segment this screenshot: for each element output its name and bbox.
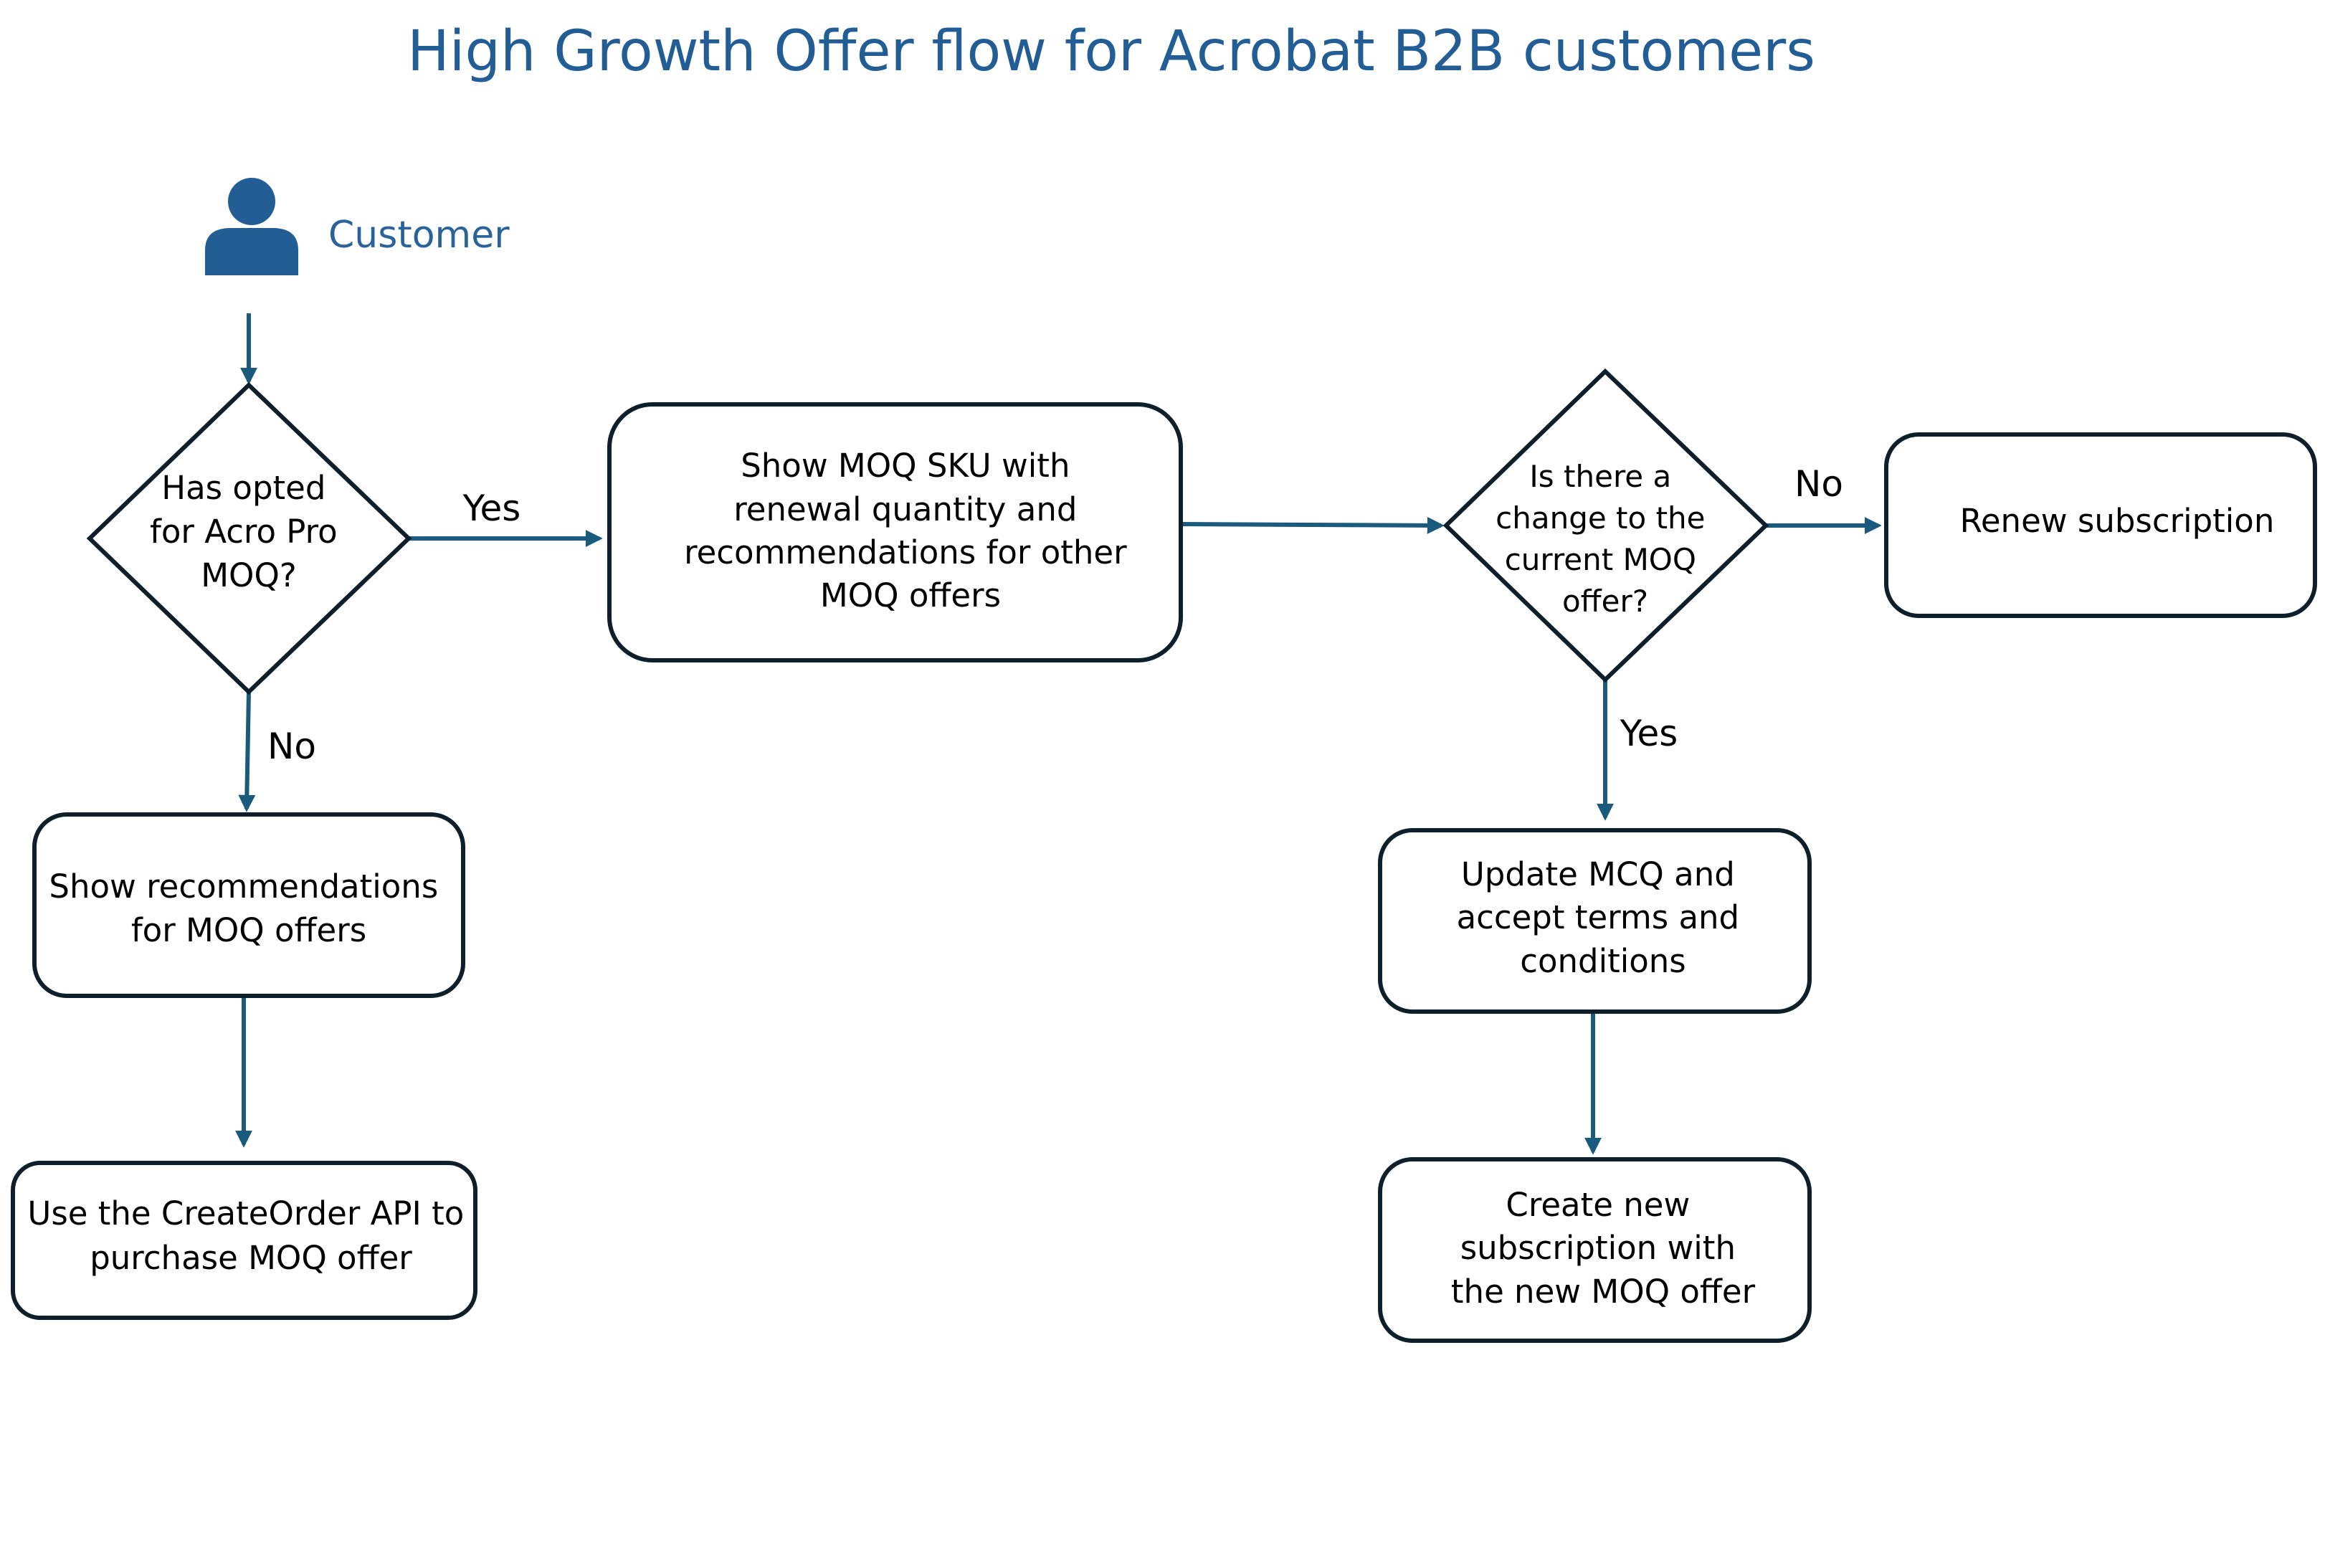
edge-label-opted-yes: Yes xyxy=(462,488,521,529)
process-show-recommendations-text: Show recommendations for MOQ offers xyxy=(49,868,448,949)
process-show-moq-sku-text: Show MOQ SKU with renewal quantity and r… xyxy=(684,447,1137,614)
edges xyxy=(235,313,1882,1155)
process-show-recommendations: Show recommendations for MOQ offers xyxy=(32,812,465,998)
process-renew-subscription-text: Renew subscription xyxy=(1960,502,2275,540)
person-icon xyxy=(205,178,298,275)
decision-opted-moq-text: Has opted for Acro Pro MOQ? xyxy=(150,469,348,594)
decision-change-moq-text: Is there a change to the current MOQ off… xyxy=(1496,459,1715,619)
edge-opted-no xyxy=(238,691,256,812)
process-create-new-subscription: Create new subscription with the new MOQ… xyxy=(1378,1157,1812,1343)
page-title: High Growth Offer flow for Acrobat B2B c… xyxy=(407,19,1815,84)
process-create-order-api: Use the CreateOrder API to purchase MOQ … xyxy=(11,1161,477,1320)
edge-label-opted-no: No xyxy=(267,726,316,767)
customer-label: Customer xyxy=(328,214,510,257)
process-renew-subscription: Renew subscription xyxy=(1884,432,2317,618)
process-update-mcq: Update MCQ and accept terms and conditio… xyxy=(1378,828,1812,1014)
decision-change-moq: Is there a change to the current MOQ off… xyxy=(1442,368,1769,683)
process-update-mcq-text: Update MCQ and accept terms and conditio… xyxy=(1457,855,1750,980)
edge-label-change-yes: Yes xyxy=(1620,713,1678,754)
process-show-moq-sku: Show MOQ SKU with renewal quantity and r… xyxy=(607,402,1183,662)
edge-sku-to-change xyxy=(1180,516,1445,534)
edge-label-change-no: No xyxy=(1794,463,1843,505)
process-create-new-subscription-text: Create new subscription with the new MOQ… xyxy=(1451,1186,1756,1311)
decision-opted-moq: Has opted for Acro Pro MOQ? xyxy=(86,381,412,695)
customer-actor: Customer xyxy=(205,178,510,275)
process-create-order-api-text: Use the CreateOrder API to purchase MOQ … xyxy=(27,1194,474,1277)
